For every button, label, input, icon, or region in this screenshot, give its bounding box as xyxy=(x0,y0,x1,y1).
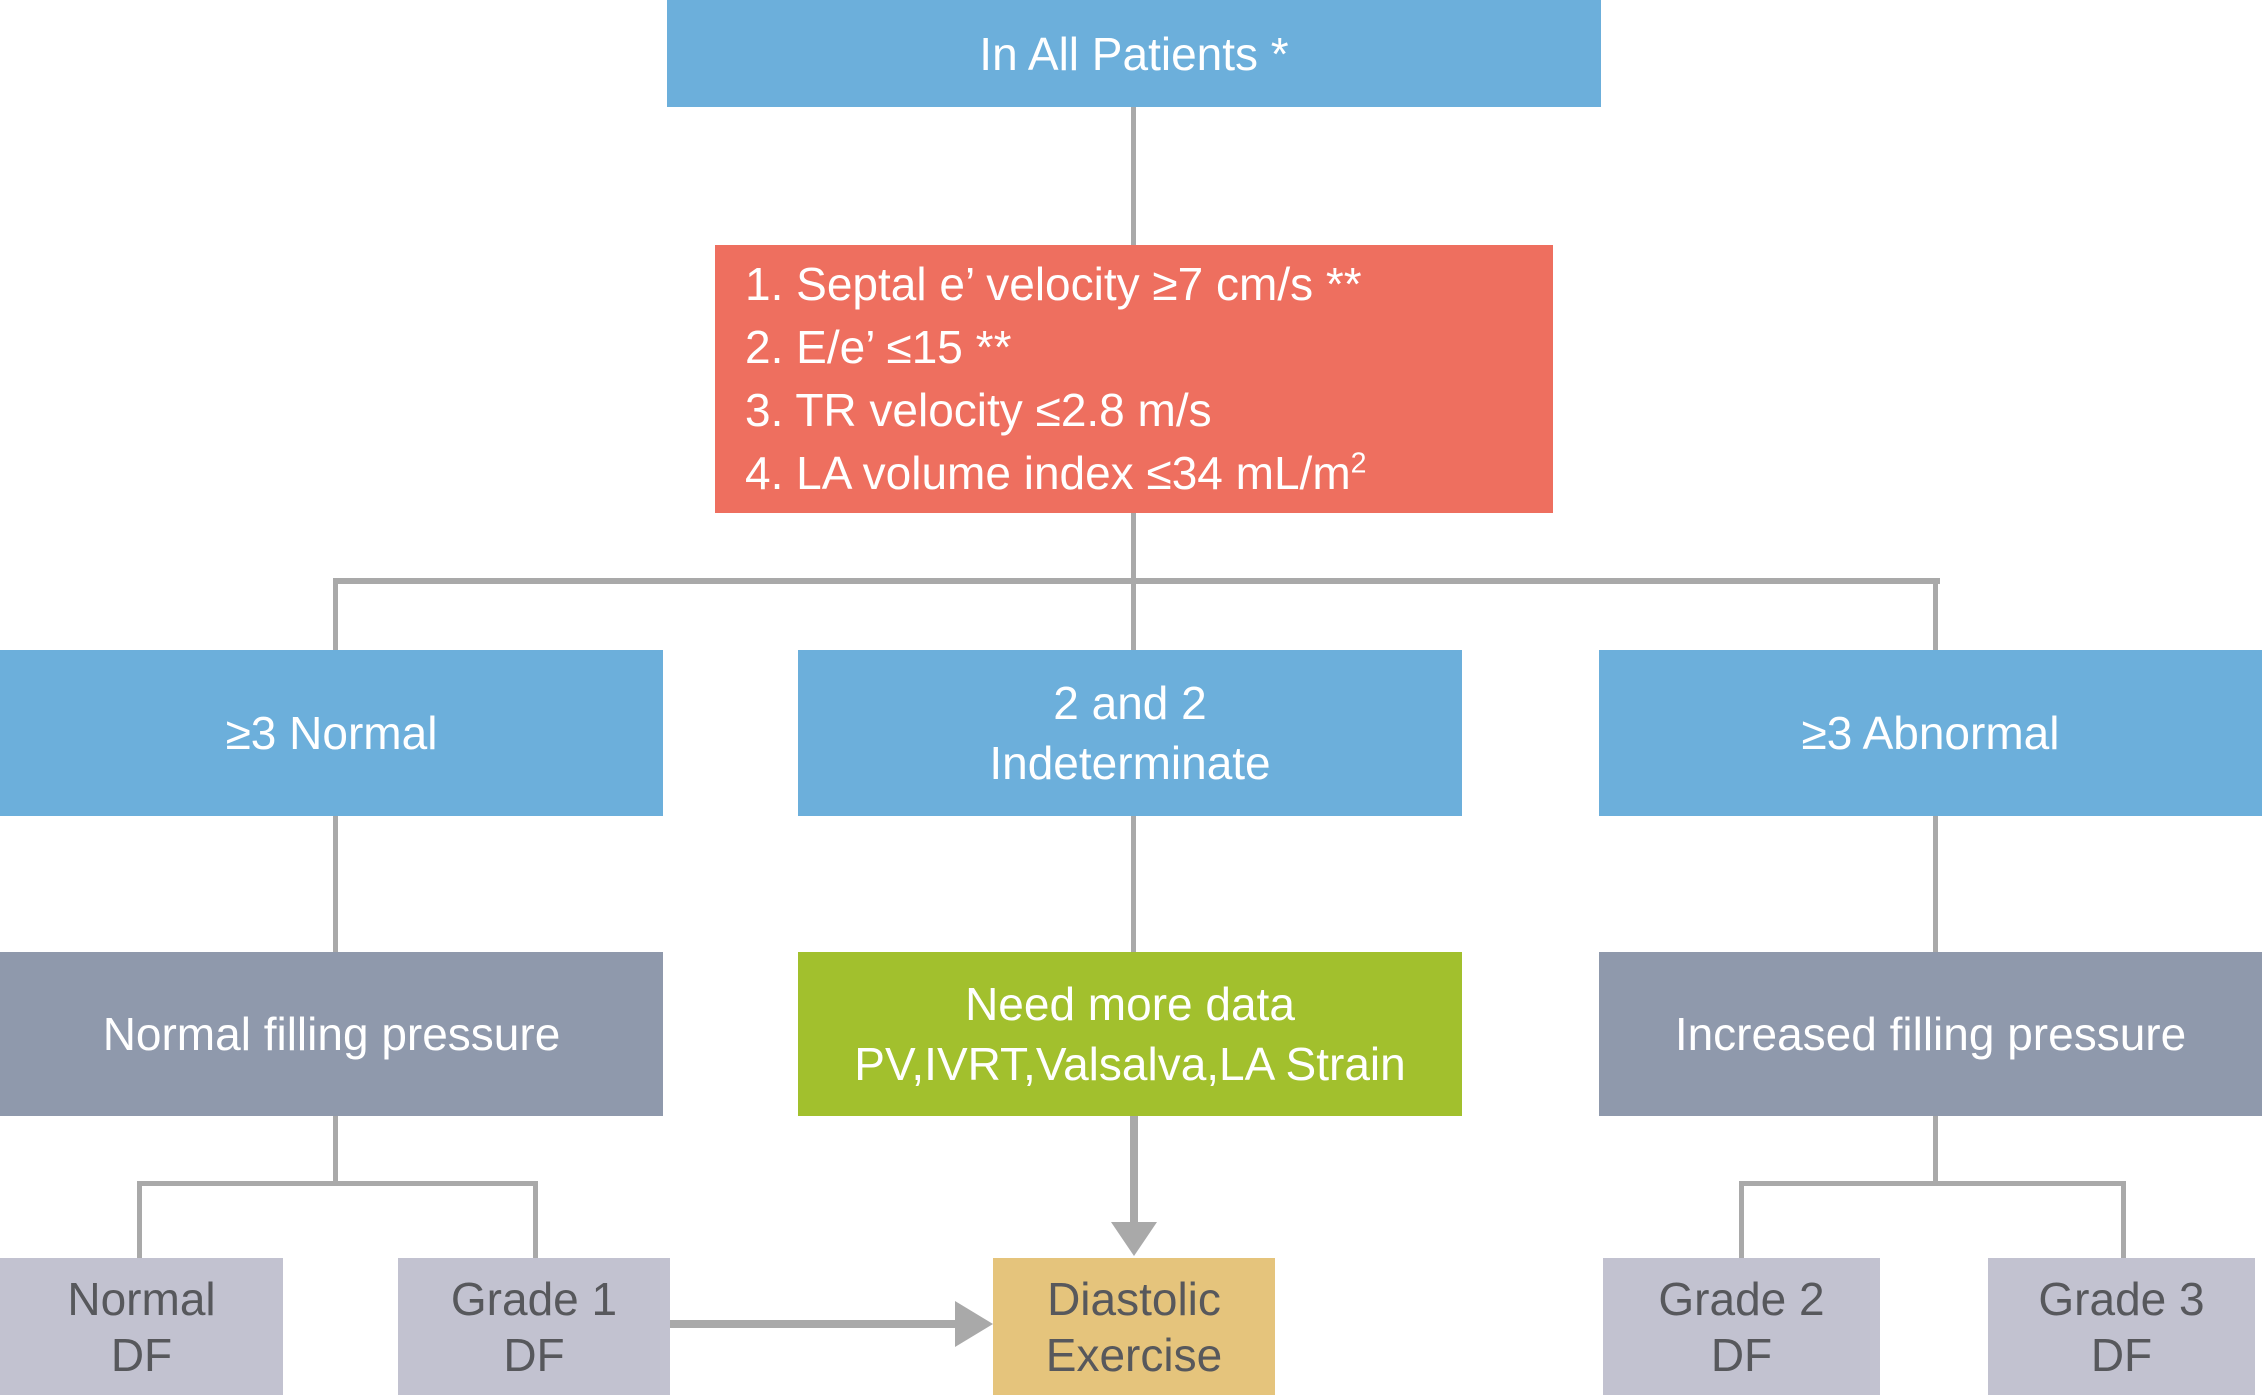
node-in-all-patients: In All Patients * xyxy=(667,0,1601,107)
node-need-more-data: Need more data PV,IVRT,Valsalva,LA Strai… xyxy=(798,952,1462,1116)
node-branch-indeterminate-line1: 2 and 2 xyxy=(1053,677,1207,729)
bar-right-fork xyxy=(1739,1181,2126,1186)
node-criteria-list: 1. Septal e’ velocity ≥7 cm/s ** 2. E/e’… xyxy=(715,245,1553,513)
criteria-item-3: 3. TR velocity ≤2.8 m/s xyxy=(745,384,1212,436)
criteria-item-1: 1. Septal e’ velocity ≥7 cm/s ** xyxy=(745,258,1362,310)
drop-to-branch-indeterminate xyxy=(1131,578,1136,650)
arrow-grade1-to-exercise-head xyxy=(955,1301,993,1347)
node-grade3-df-line1: Grade 3 xyxy=(2038,1272,2205,1325)
drop-to-grade2-df xyxy=(1739,1181,1744,1258)
node-grade1-df-line2: DF xyxy=(503,1328,565,1381)
node-branch-indeterminate: 2 and 2 Indeterminate xyxy=(798,650,1462,816)
connector-abnormal-to-filling xyxy=(1933,816,1938,952)
node-grade2-df-line1: Grade 2 xyxy=(1658,1272,1825,1325)
node-branch-normal: ≥3 Normal xyxy=(0,650,663,816)
node-normal-df: Normal DF xyxy=(0,1258,283,1395)
drop-to-branch-abnormal xyxy=(1933,578,1938,650)
connector-normal-to-filling xyxy=(333,816,338,952)
node-need-more-data-line2: PV,IVRT,Valsalva,LA Strain xyxy=(854,1038,1406,1090)
node-grade1-df: Grade 1 DF xyxy=(398,1258,670,1395)
drop-to-normal-df xyxy=(137,1181,142,1258)
bar-left-fork xyxy=(137,1181,538,1186)
node-normal-filling-pressure-label: Normal filling pressure xyxy=(102,1008,561,1060)
node-grade1-df-line1: Grade 1 xyxy=(450,1272,618,1325)
connector-root-to-criteria xyxy=(1131,107,1136,245)
drop-to-grade1-df xyxy=(533,1181,538,1258)
criteria-item-4: 4. LA volume index ≤34 mL/m2 xyxy=(745,447,1367,499)
criteria-item-4-superscript: 2 xyxy=(1350,447,1367,480)
criteria-item-2: 2. E/e’ ≤15 ** xyxy=(745,321,1012,373)
node-branch-indeterminate-line2: Indeterminate xyxy=(989,737,1271,789)
node-diastolic-exercise-line2: Exercise xyxy=(1045,1328,1223,1381)
node-need-more-data-line1: Need more data xyxy=(965,978,1295,1030)
arrow-moredata-to-exercise-shaft xyxy=(1130,1116,1138,1222)
connector-criteria-to-split xyxy=(1131,513,1136,581)
node-increased-filling-pressure: Increased filling pressure xyxy=(1599,952,2262,1116)
node-in-all-patients-label: In All Patients * xyxy=(979,27,1289,80)
node-branch-abnormal-label: ≥3 Abnormal xyxy=(1801,707,2060,759)
stem-left-fork xyxy=(333,1116,338,1186)
node-increased-filling-pressure-label: Increased filling pressure xyxy=(1674,1008,2187,1060)
node-diastolic-exercise-line1: Diastolic xyxy=(1047,1272,1221,1325)
connector-indeterminate-to-moredata xyxy=(1131,816,1136,952)
node-normal-df-line1: Normal xyxy=(67,1272,216,1325)
arrow-moredata-to-exercise-head xyxy=(1111,1222,1157,1256)
node-branch-normal-label: ≥3 Normal xyxy=(225,707,438,759)
split-bar-top xyxy=(333,578,1940,584)
node-normal-filling-pressure: Normal filling pressure xyxy=(0,952,663,1116)
stem-right-fork xyxy=(1933,1116,1938,1186)
node-grade2-df: Grade 2 DF xyxy=(1603,1258,1880,1395)
drop-to-grade3-df xyxy=(2121,1181,2126,1258)
arrow-grade1-to-exercise-shaft xyxy=(670,1320,957,1328)
node-branch-abnormal: ≥3 Abnormal xyxy=(1599,650,2262,816)
node-diastolic-exercise: Diastolic Exercise xyxy=(993,1258,1275,1395)
node-grade3-df: Grade 3 DF xyxy=(1988,1258,2255,1395)
node-normal-df-line2: DF xyxy=(110,1328,173,1381)
drop-to-branch-normal xyxy=(333,578,338,650)
node-grade2-df-line2: DF xyxy=(1710,1328,1773,1381)
node-grade3-df-line2: DF xyxy=(2090,1328,2153,1381)
